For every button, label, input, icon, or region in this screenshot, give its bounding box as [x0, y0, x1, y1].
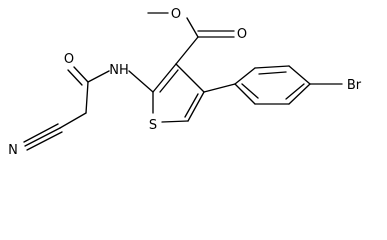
bond-ar6-ar1 — [234, 83, 256, 105]
bond-cester-o-methoxy — [186, 17, 199, 38]
bond-ar6-ar1-inner — [241, 83, 259, 99]
bond-c4-aryl — [203, 83, 236, 93]
atom-n-nitrile: N — [8, 143, 18, 158]
atom-s-ring: S — [149, 118, 157, 133]
bond-c3-cester — [175, 36, 199, 65]
atom-n-amide: NH — [109, 63, 129, 78]
bond-c2-n — [128, 70, 154, 93]
atom-o-carbonyl-amide: O — [64, 52, 74, 67]
bond-c2-c3 — [152, 63, 177, 93]
bond-ar2-ar3-inner — [258, 71, 287, 75]
bond-c2-c3-inner — [159, 69, 179, 93]
bond-camide-ch2 — [85, 81, 89, 114]
bond-c4-c5 — [187, 91, 205, 122]
atom-label-layer: O O NH O S N Br — [8, 7, 362, 158]
bond-cn-triple-1 — [24, 127, 61, 147]
bond-ar1-ar2 — [234, 67, 256, 85]
atom-o-carbonyl-ester: O — [237, 27, 247, 42]
bond-ar3-ar4 — [288, 65, 311, 85]
bond-cn-triple-2 — [23, 123, 59, 143]
bond-c3-c4 — [175, 63, 205, 93]
atom-o-methoxy: O — [171, 7, 181, 22]
bond-c4-c5-inner — [184, 93, 199, 118]
atom-br: Br — [347, 78, 362, 93]
bond-camide-o-2 — [67, 69, 83, 86]
molecule-structure: O O NH O S N Br — [8, 7, 362, 158]
bond-cn-triple-3 — [26, 131, 63, 151]
bond-ar4-ar5-inner — [285, 83, 305, 100]
bond-c5-s — [161, 120, 189, 123]
bond-ch2-cnitrile — [59, 112, 87, 129]
bond-ar4-ar5 — [288, 83, 311, 105]
bond-camide-o — [73, 66, 89, 83]
bond-layer — [23, 12, 343, 151]
bond-ar2-ar3 — [254, 65, 290, 69]
bond-n-camide — [87, 70, 110, 83]
